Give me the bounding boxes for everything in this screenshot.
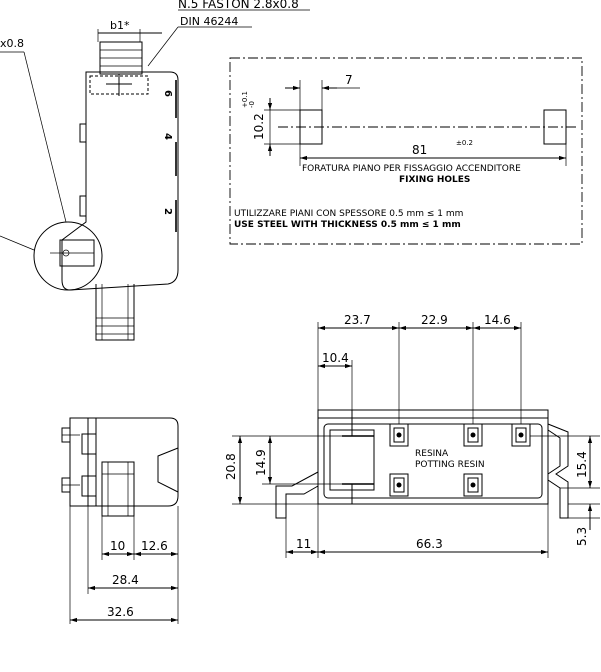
steel-note-en: USE STEEL WITH THICKNESS 0.5 mm ≤ 1 mm [234, 220, 461, 230]
left-cut-leader [23, 51, 67, 223]
dim-10: 10 [110, 539, 125, 553]
pin-number-6: 6 [162, 90, 173, 97]
din-label: DIN 46244 [180, 15, 238, 28]
detail-leader [0, 235, 35, 251]
bottom-plug [95, 284, 135, 341]
bottom-view: RESINA POTTING RESIN 23.7 22.9 14.6 10.4… [224, 313, 600, 558]
dim-32-6: 32.6 [107, 605, 134, 619]
terminal-1 [389, 423, 409, 447]
pin-number-2: 2 [162, 208, 173, 215]
side-view: 6 4 2 [0, 41, 179, 341]
pin-number-4: 4 [162, 133, 173, 140]
left-cut-label: x0.8 [0, 37, 24, 50]
side-body-outline [61, 71, 179, 291]
tol-10-2: +0.1-0 [241, 91, 256, 108]
left-bracket [275, 471, 319, 519]
fixing-holes-box: 7 10.2 +0.1-0 81 ±0.2 FORATURA PIANO PER… [229, 57, 583, 245]
header-labels: N.5 FASTON 2.8x0.8 DIN 46244 x0.8 b1* [0, 0, 310, 223]
detail-circle [33, 221, 103, 291]
dim-14-6: 14.6 [484, 313, 511, 327]
dim-5-3: 5.3 [575, 527, 589, 546]
dim-81: 81 [412, 143, 427, 157]
faston-label: N.5 FASTON 2.8x0.8 [178, 0, 299, 11]
resin-label-en: POTTING RESIN [415, 460, 485, 470]
din-leader [147, 26, 179, 67]
fixing-note-en: FIXING HOLES [399, 175, 470, 185]
front-view: 10 12.6 28.4 32.6 [61, 417, 179, 624]
dim-23-7: 23.7 [344, 313, 371, 327]
terminal-5 [463, 473, 483, 497]
dim-15-4: 15.4 [575, 451, 589, 478]
dim-11: 11 [296, 537, 311, 551]
resin-label-it: RESINA [415, 449, 449, 459]
dim-14-9: 14.9 [254, 449, 268, 476]
dim-12-6: 12.6 [141, 539, 168, 553]
front-body-outline [69, 417, 179, 507]
dim-10-2: 10.2 [252, 113, 266, 140]
dim-20-8: 20.8 [224, 453, 238, 480]
terminal-2 [463, 423, 483, 447]
dim-7: 7 [345, 73, 353, 87]
dim-28-4: 28.4 [112, 573, 139, 587]
dim-22-9: 22.9 [421, 313, 448, 327]
terminal-3 [511, 423, 531, 447]
dim-66-3: 66.3 [416, 537, 443, 551]
resin-area [323, 423, 543, 499]
b1-label: b1* [110, 19, 130, 32]
right-bracket [547, 423, 569, 519]
dim-10-4: 10.4 [322, 351, 349, 365]
fixing-box-frame [229, 57, 583, 245]
fixing-note-it: FORATURA PIANO PER FISSAGGIO ACCENDITORE [302, 164, 521, 174]
terminal-4 [389, 473, 409, 497]
steel-note-it: UTILIZZARE PIANI CON SPESSORE 0.5 mm ≤ 1… [234, 209, 463, 219]
tol-81: ±0.2 [456, 139, 473, 147]
front-faston [101, 461, 135, 517]
